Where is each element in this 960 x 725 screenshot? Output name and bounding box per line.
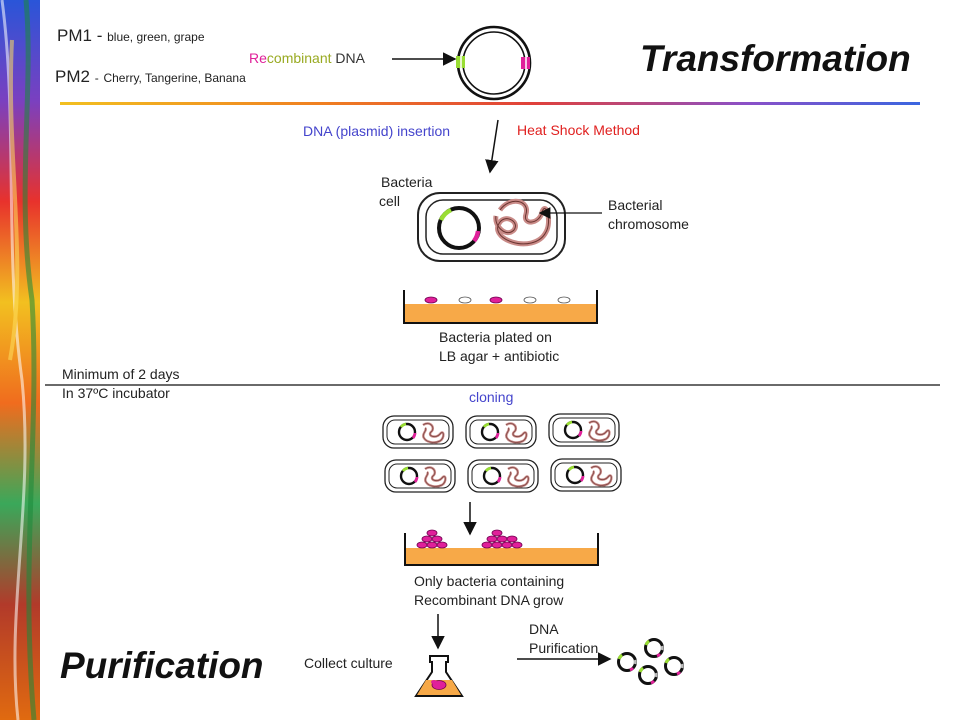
pm1-colors: blue, green, grape xyxy=(107,30,205,44)
pm2-colors: Cherry, Tangerine, Banana xyxy=(103,71,246,85)
pm2-separator: - xyxy=(94,71,99,85)
bacterial-cell-icon xyxy=(417,192,566,262)
chromosome-label-line2: chromosome xyxy=(608,216,689,232)
petri-dish-icon xyxy=(403,290,598,324)
pm1-code: PM1 xyxy=(57,26,92,45)
grow-label-line1: Only bacteria containing xyxy=(414,573,565,589)
pm1-separator: - xyxy=(96,26,103,45)
recombinant-dna-label: Recombinant DNA xyxy=(249,50,365,66)
arrow-insertion xyxy=(485,119,499,174)
pm2-label: PM2 - Cherry, Tangerine, Banana xyxy=(55,67,246,87)
cloning-label: cloning xyxy=(469,389,514,405)
plasmid-icon xyxy=(456,25,532,101)
recombinant-combinant: combinant xyxy=(266,50,332,66)
purified-plasmids xyxy=(617,638,684,685)
dna-purification-label-line1: DNA xyxy=(529,621,559,637)
cloned-cells xyxy=(381,412,623,494)
insertion-label: DNA (plasmid) insertion xyxy=(303,123,451,139)
plated-label-line2: LB agar + antibiotic xyxy=(439,348,560,364)
heat-shock-label: Heat Shock Method xyxy=(517,122,640,138)
title-transformation: Transformation xyxy=(640,38,911,79)
recombinant-dna: DNA xyxy=(331,50,365,66)
incubate-label-line2: In 37ºC incubator xyxy=(62,385,170,401)
pm1-label: PM1 - blue, green, grape xyxy=(57,26,205,46)
title-purification: Purification xyxy=(60,645,264,686)
collect-culture-label: Collect culture xyxy=(304,655,393,671)
top-divider xyxy=(60,102,920,105)
pm2-code: PM2 xyxy=(55,67,90,86)
grow-label-line2: Recombinant DNA grow xyxy=(414,592,564,608)
petri-dish-grown-icon xyxy=(404,529,599,566)
recombinant-re: Re xyxy=(249,50,267,66)
stripe-highlights xyxy=(0,0,37,721)
dna-purification-label-line2: Purification xyxy=(529,640,599,656)
incubate-label-line1: Minimum of 2 days xyxy=(62,366,180,382)
flask-icon xyxy=(414,655,464,697)
bacteria-cell-label-line1: Bacteria xyxy=(381,174,433,190)
plated-label-line1: Bacteria plated on xyxy=(439,329,552,345)
chromosome-label-line1: Bacterial xyxy=(608,197,663,213)
bacteria-cell-label-line2: cell xyxy=(379,193,401,209)
